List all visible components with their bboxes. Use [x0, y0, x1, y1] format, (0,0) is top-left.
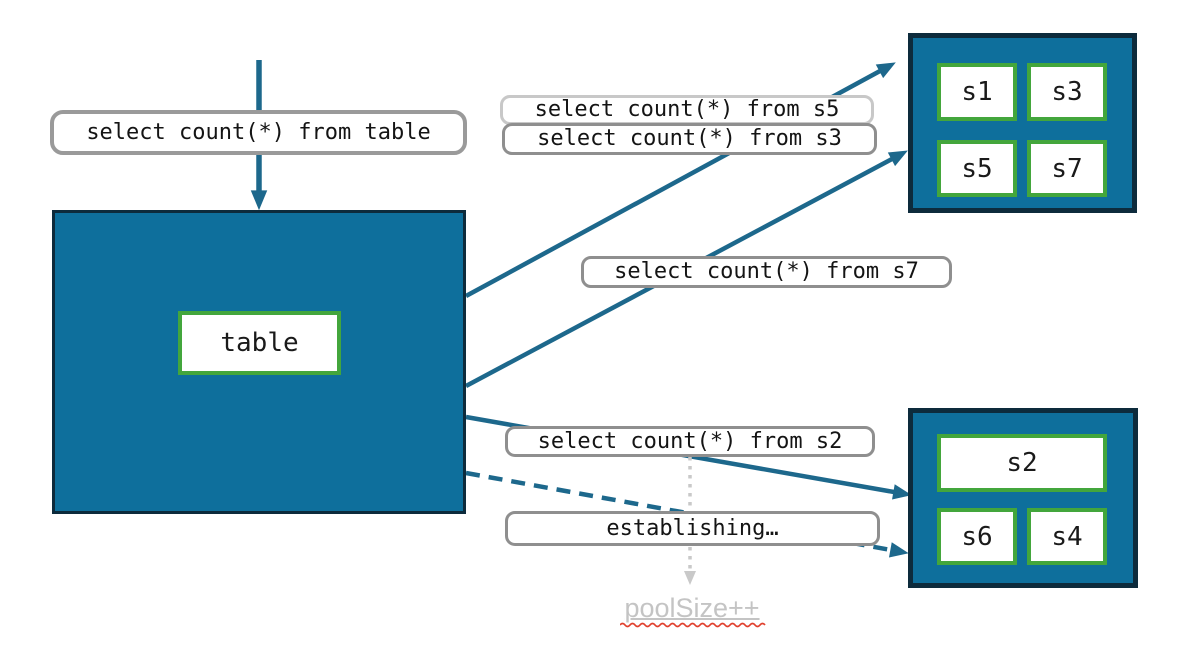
shard-group-top-box: s1 s3 s5 s7 — [908, 33, 1137, 213]
query-label-table-text: select count(*) from table — [86, 119, 431, 145]
query-label-s2: select count(*) from s2 — [505, 426, 875, 457]
shard-chip-s7-label: s7 — [1051, 153, 1083, 184]
shard-chip-s1: s1 — [937, 63, 1017, 121]
poolsize-annotation: poolSize++ — [612, 593, 772, 624]
query-label-table: select count(*) from table — [50, 110, 467, 155]
query-label-establishing-text: establishing… — [606, 515, 779, 541]
query-label-s2-text: select count(*) from s2 — [537, 428, 843, 454]
query-label-establishing: establishing… — [505, 511, 880, 546]
table-chip-label: table — [220, 328, 299, 358]
spellcheck-squiggle — [620, 622, 766, 628]
shard-chip-s4: s4 — [1027, 508, 1107, 565]
shard-group-bottom-box: s2 s6 s4 — [908, 408, 1138, 588]
shard-chip-s6-label: s6 — [961, 521, 993, 552]
table-box: table — [52, 210, 466, 514]
shard-chip-s5: s5 — [937, 140, 1017, 197]
query-label-s3-text: select count(*) from s3 — [537, 126, 842, 151]
shard-chip-s2-label: s2 — [1006, 448, 1038, 478]
shard-chip-s4-label: s4 — [1051, 521, 1083, 552]
shard-chip-s2: s2 — [937, 434, 1107, 492]
query-label-s7-text: select count(*) from s7 — [614, 259, 919, 284]
table-chip: table — [178, 311, 341, 375]
query-label-s7: select count(*) from s7 — [581, 256, 952, 288]
shard-chip-s6: s6 — [937, 508, 1017, 565]
query-label-s5: select count(*) from s5 — [500, 95, 874, 125]
query-label-s3: select count(*) from s3 — [502, 123, 877, 155]
shard-chip-s7: s7 — [1027, 140, 1107, 197]
shard-chip-s3: s3 — [1027, 63, 1107, 121]
shard-chip-s5-label: s5 — [961, 153, 993, 184]
poolsize-annotation-text: poolSize++ — [624, 593, 760, 623]
query-label-s5-text: select count(*) from s5 — [534, 97, 840, 122]
shard-chip-s3-label: s3 — [1051, 77, 1083, 107]
shard-chip-s1-label: s1 — [961, 77, 993, 107]
